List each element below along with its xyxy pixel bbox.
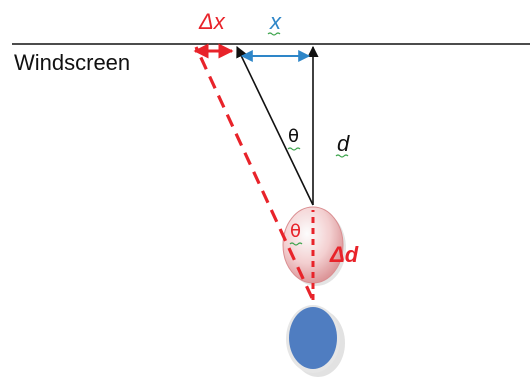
- theta-lower-label: θ: [290, 221, 301, 242]
- delta-d-label: Δd: [329, 242, 359, 267]
- sight-line: [236, 45, 314, 206]
- x-label: x: [269, 9, 282, 34]
- theta-lower-squiggle: [289, 242, 303, 246]
- blue-eye: [286, 305, 345, 377]
- d-squiggle: [335, 154, 349, 158]
- windscreen-label: Windscreen: [14, 50, 130, 75]
- displaced-sight-line: [194, 46, 314, 299]
- delta-x-label: Δx: [198, 9, 226, 34]
- d-label: d: [337, 131, 350, 156]
- theta-upper-label: θ: [288, 126, 299, 147]
- theta-upper-squiggle: [287, 147, 301, 151]
- x-squiggle: [267, 32, 281, 36]
